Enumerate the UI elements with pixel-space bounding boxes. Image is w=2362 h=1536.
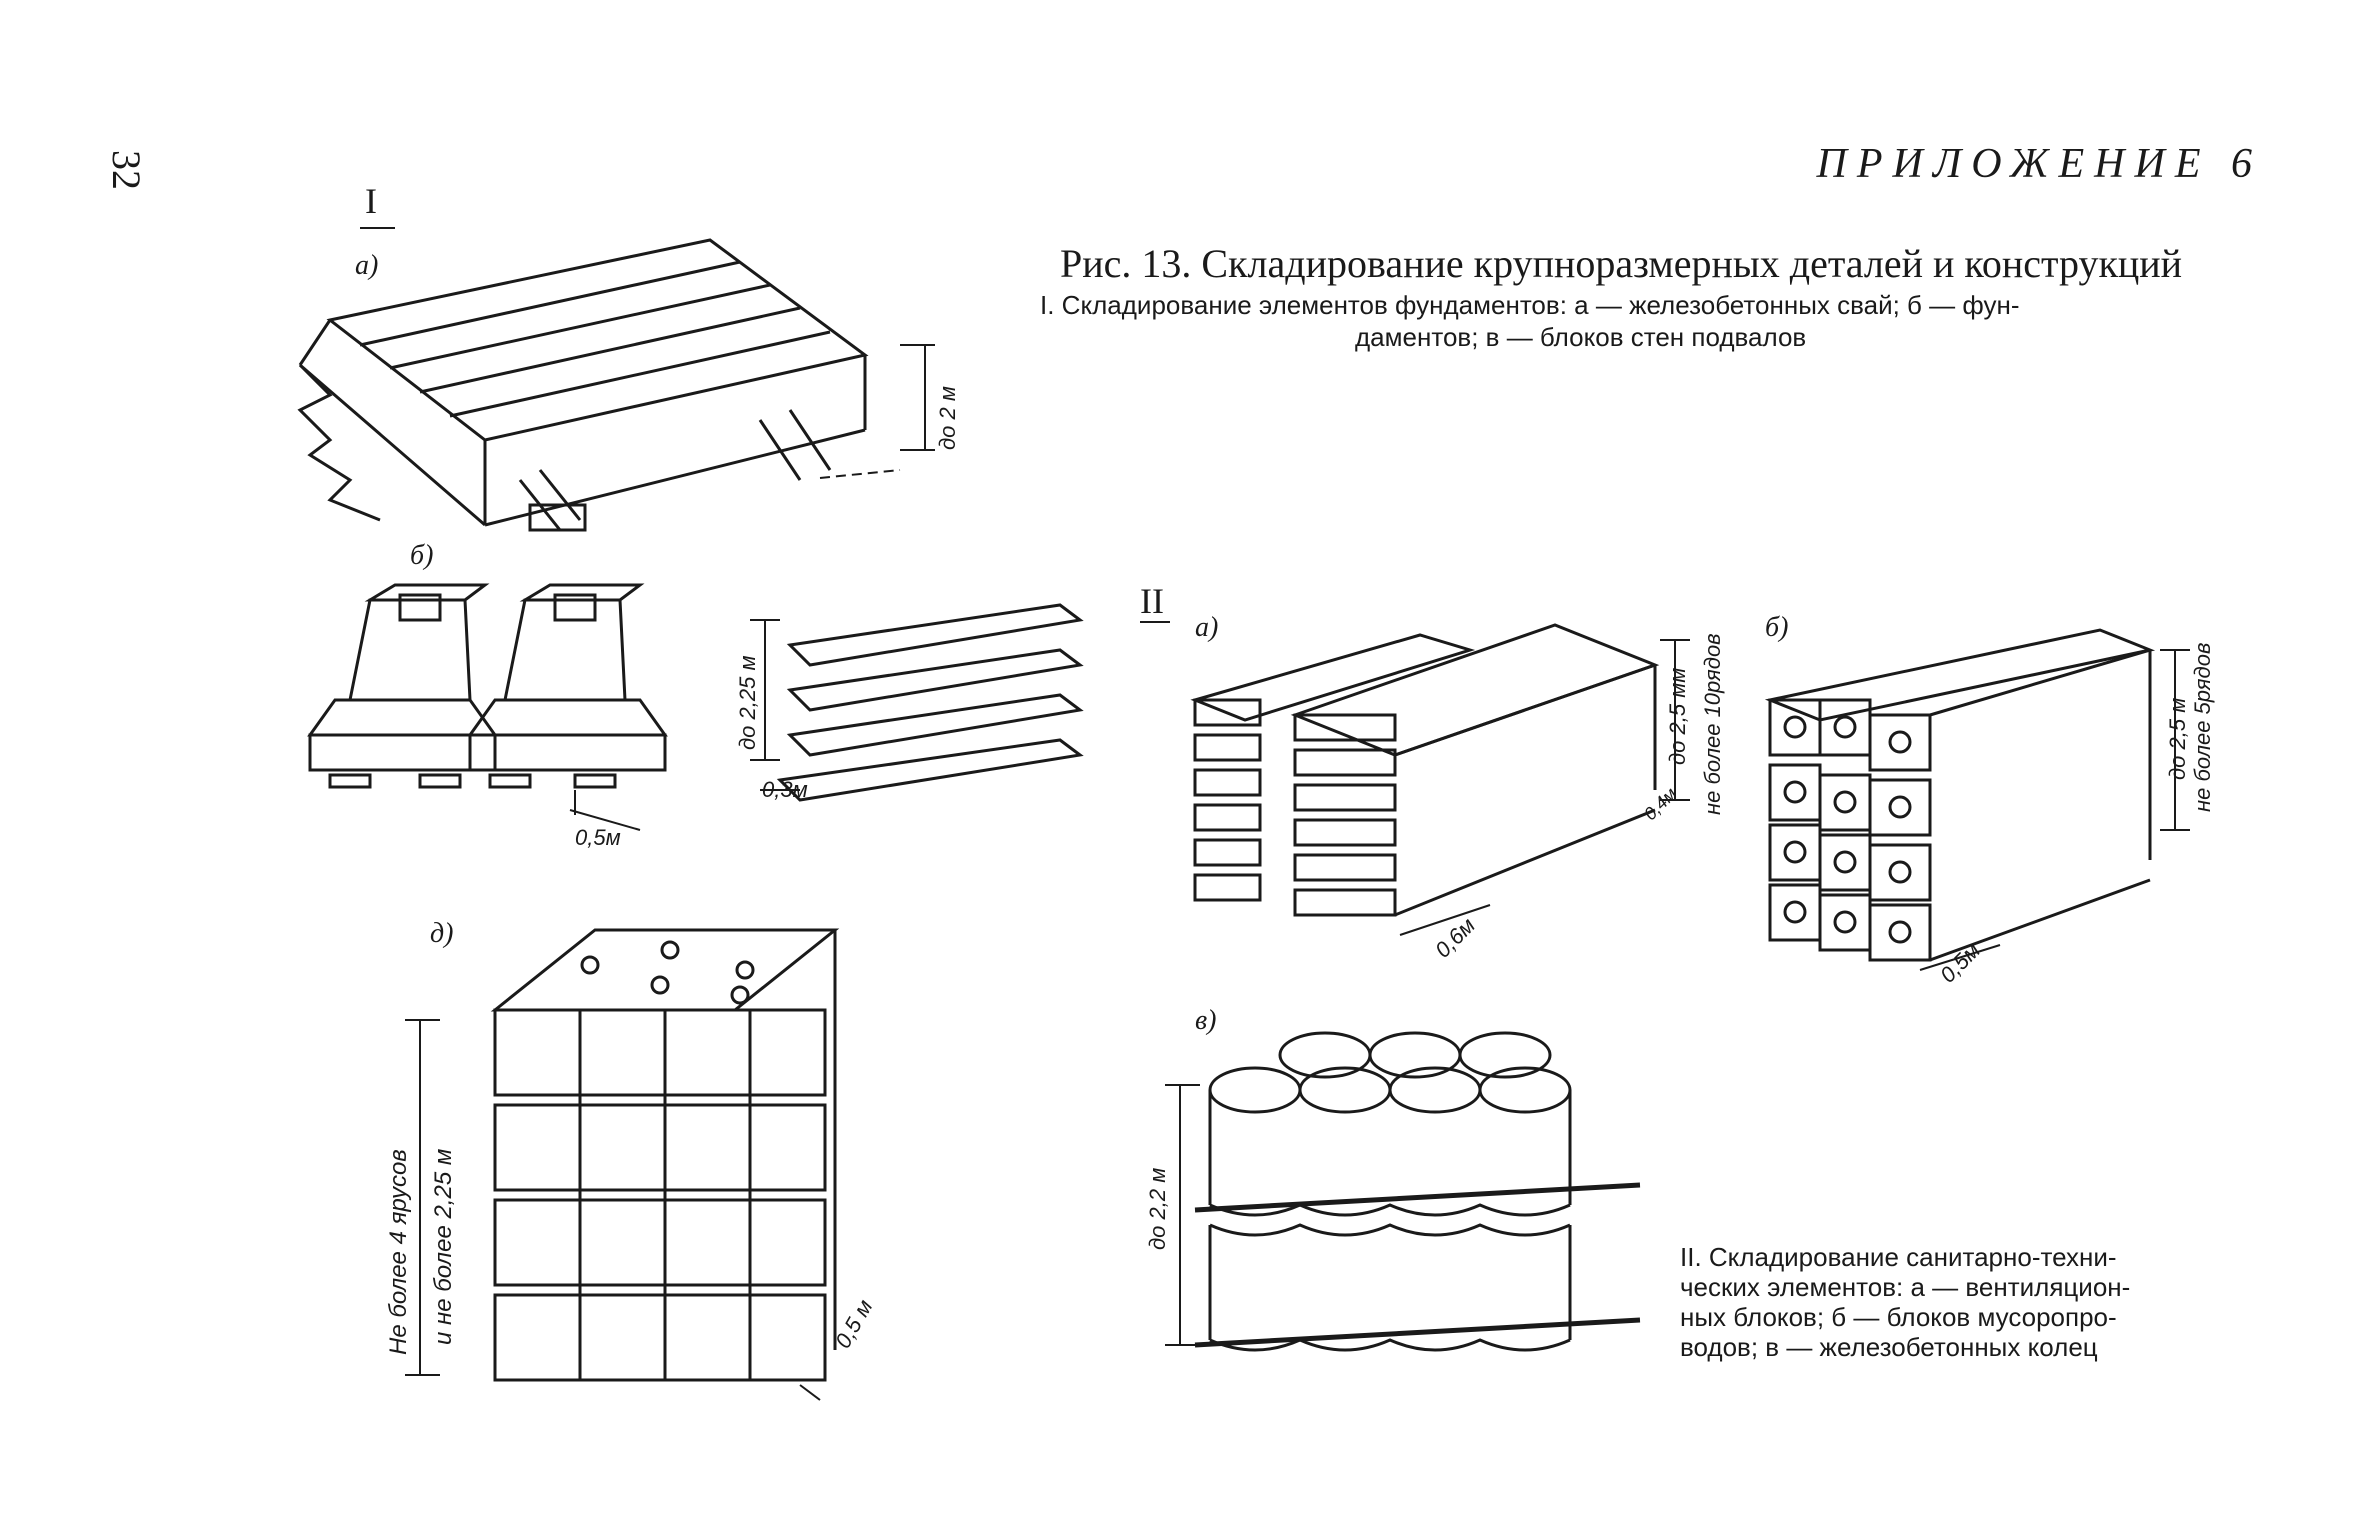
- caption-section2-line4: водов; в — железобетонных колец: [1680, 1332, 2098, 1362]
- label-piles: а): [355, 250, 379, 281]
- label-wall-blocks: д): [430, 918, 454, 949]
- label-chute-blocks: б): [1765, 612, 1789, 643]
- rings-drawing: [1165, 1031, 1641, 1352]
- caption-section1-line2: даментов; в — блоков стен подвалов: [1355, 322, 1807, 352]
- label-vent-blocks: а): [1195, 612, 1219, 643]
- section1-marker: I: [365, 181, 377, 221]
- caption-section1-line1: I. Складирование элементов фундаментов: …: [1040, 290, 2020, 320]
- caption-section2-line2: ческих элементов: а — вентиляцион-: [1680, 1272, 2131, 1302]
- caption-section2-line3: ных блоков; б — блоков мусоропро-: [1680, 1302, 2117, 1332]
- vent-blocks-drawing: [1140, 621, 1690, 936]
- foundations-drawing: [307, 583, 668, 831]
- label-rings: в): [1195, 1005, 1217, 1036]
- label-foundations: б): [410, 540, 434, 571]
- section2-marker: II: [1140, 581, 1164, 621]
- slabs-stack-drawing: [750, 603, 1084, 802]
- piles-stack-drawing: [297, 238, 935, 532]
- wall-blocks-drawing: [405, 928, 840, 1401]
- figure-title: Рис. 13. Складирование крупноразмерных д…: [1060, 241, 2183, 286]
- appendix-heading: ПРИЛОЖЕНИЕ 6: [1816, 141, 2262, 187]
- dim-foundations-spacing: 0,5м: [575, 825, 621, 850]
- caption-section2-line1: II. Складирование санитарно-техни-: [1680, 1242, 2117, 1272]
- chute-blocks-drawing: [1764, 628, 2190, 971]
